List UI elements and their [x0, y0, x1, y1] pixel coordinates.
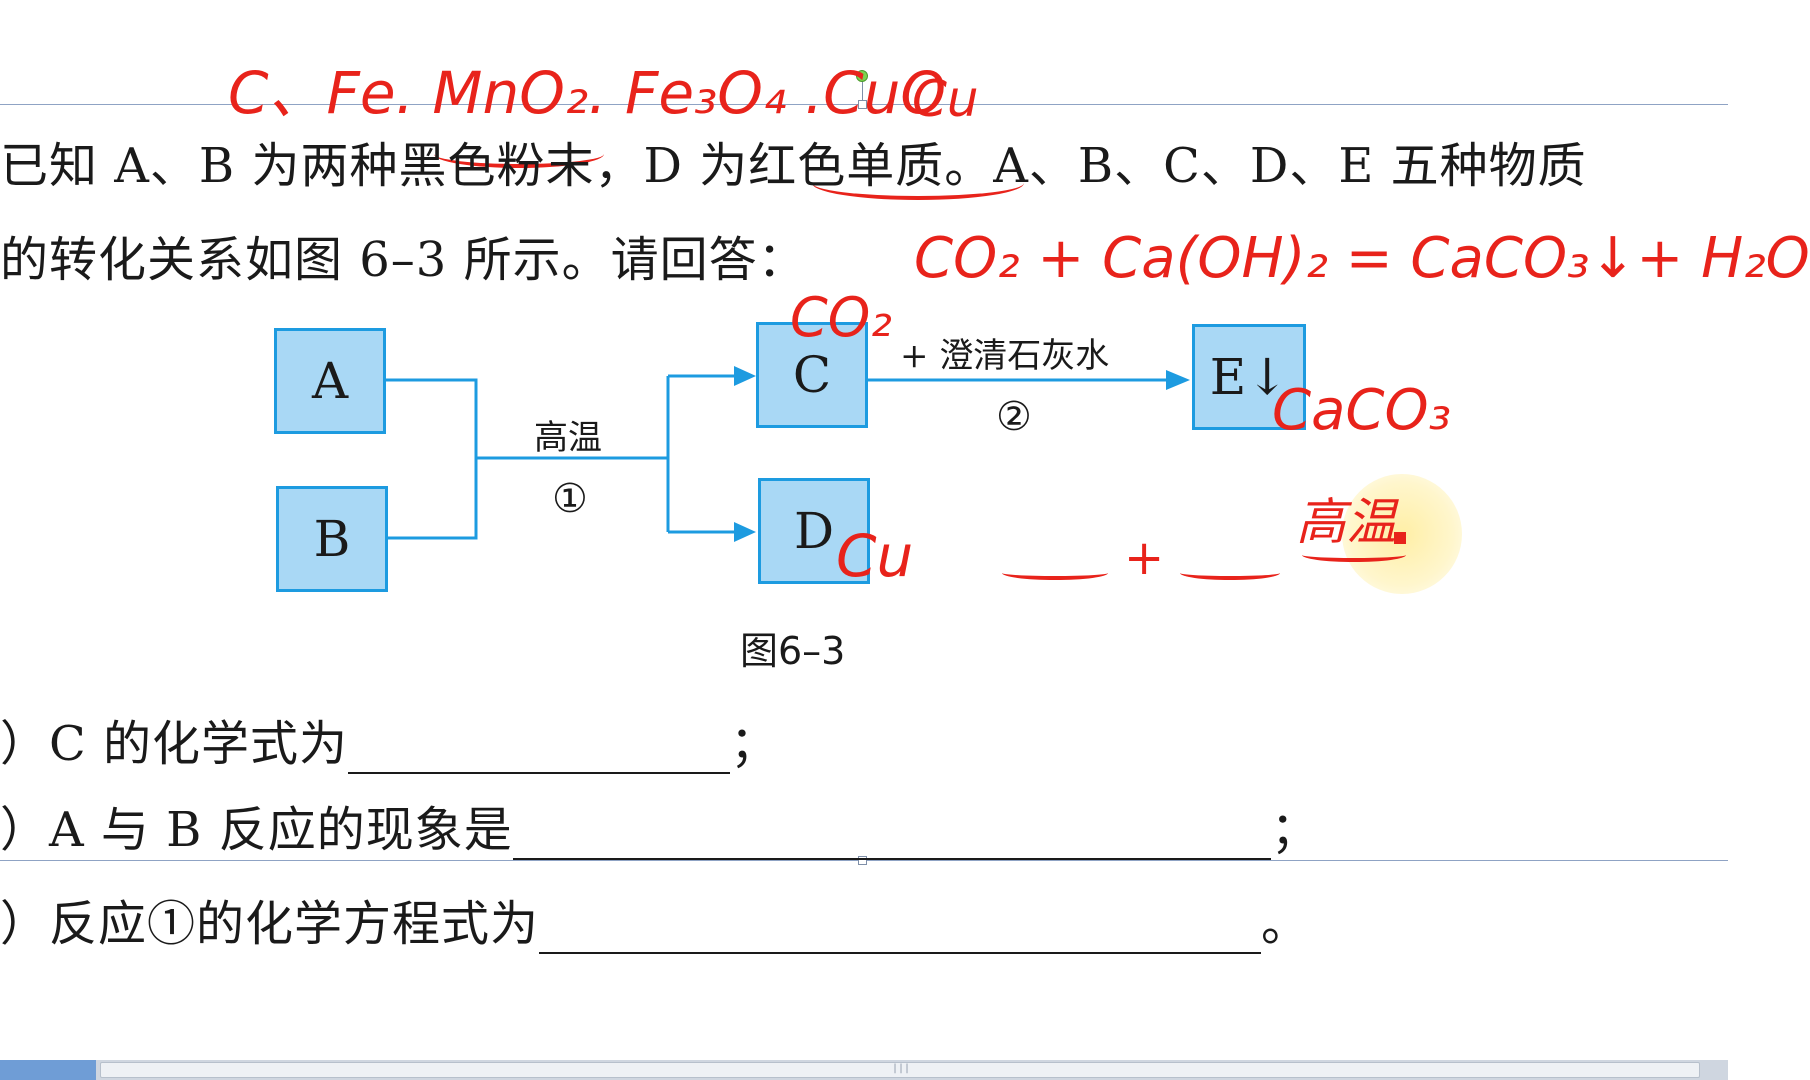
question-1-end: ； — [730, 716, 780, 772]
question-2-text: ）A 与 B 反应的现象是 — [0, 802, 513, 858]
answer-blank-2[interactable] — [512, 814, 1271, 860]
diagram-box-a: A — [274, 328, 386, 434]
diagram-box-d: D — [758, 478, 870, 584]
horizontal-scrollbar[interactable]: ||| — [0, 1060, 1728, 1080]
scrollbar-left-region[interactable] — [0, 1060, 96, 1080]
scrollbar-thumb[interactable] — [100, 1062, 1700, 1078]
problem-line-1: 已知 A、B 为两种黑色粉末，D 为红色单质。A、B、C、D、E 五种物质 — [0, 138, 1587, 194]
rotate-handle[interactable] — [856, 70, 868, 82]
problem-line-2: 的转化关系如图 6–3 所示。请回答： — [0, 232, 807, 288]
answer-blank-3[interactable] — [539, 908, 1262, 954]
handwritten-cu-top: Cu — [912, 70, 979, 128]
handwritten-caco3-label: CaCO₃ — [1272, 378, 1452, 443]
blank-line-right — [1180, 566, 1280, 580]
blank-line-left — [1002, 566, 1108, 580]
handwritten-cu-label: Cu — [836, 522, 914, 590]
question-2: ）A 与 B 反应的现象是 ； — [0, 790, 1320, 860]
diagram-box-e: E↓ — [1192, 324, 1306, 430]
question-1: ）C 的化学式为 ； — [0, 704, 779, 774]
step-2-marker: ② — [996, 394, 1032, 440]
step-1-marker: ① — [552, 476, 588, 522]
diagram-box-b: B — [276, 486, 388, 592]
question-2-end: ； — [1270, 802, 1320, 858]
resize-handle-bottom[interactable] — [858, 856, 867, 865]
diagram-box-c: C — [756, 322, 868, 428]
answer-blank-1[interactable] — [348, 728, 730, 774]
resize-handle-top[interactable] — [858, 100, 867, 109]
condition-high-temp: 高温 — [534, 418, 602, 458]
question-3-text: ）反应①的化学方程式为 — [0, 896, 540, 952]
pen-cursor-icon — [1394, 532, 1406, 544]
underline-black-powder — [434, 140, 604, 168]
question-3-end: 。 — [1261, 896, 1311, 952]
handwritten-plus: + — [1124, 530, 1165, 586]
handwritten-co2-label: CO₂ — [790, 286, 892, 349]
high-temp-underline — [1302, 548, 1406, 562]
reagent-limewater: + 澄清石灰水 — [900, 336, 1110, 376]
handwritten-high-temp: 高温 — [1296, 493, 1396, 551]
rotate-handle-stem — [862, 80, 863, 104]
handwritten-candidates: C、Fe. MnO₂. Fe₃O₄ .CuO — [228, 59, 946, 127]
figure-caption: 图6–3 — [740, 629, 846, 673]
question-3: ）反应①的化学方程式为 。 — [0, 884, 1310, 954]
scrollbar-grip-icon: ||| — [892, 1063, 911, 1074]
underline-red-element — [812, 166, 1024, 200]
reaction-diagram-lines — [386, 366, 1190, 542]
question-1-text: ）C 的化学式为 — [0, 716, 348, 772]
handwritten-equation: CO₂ + Ca(OH)₂ = CaCO₃↓+ H₂O — [914, 226, 1810, 291]
